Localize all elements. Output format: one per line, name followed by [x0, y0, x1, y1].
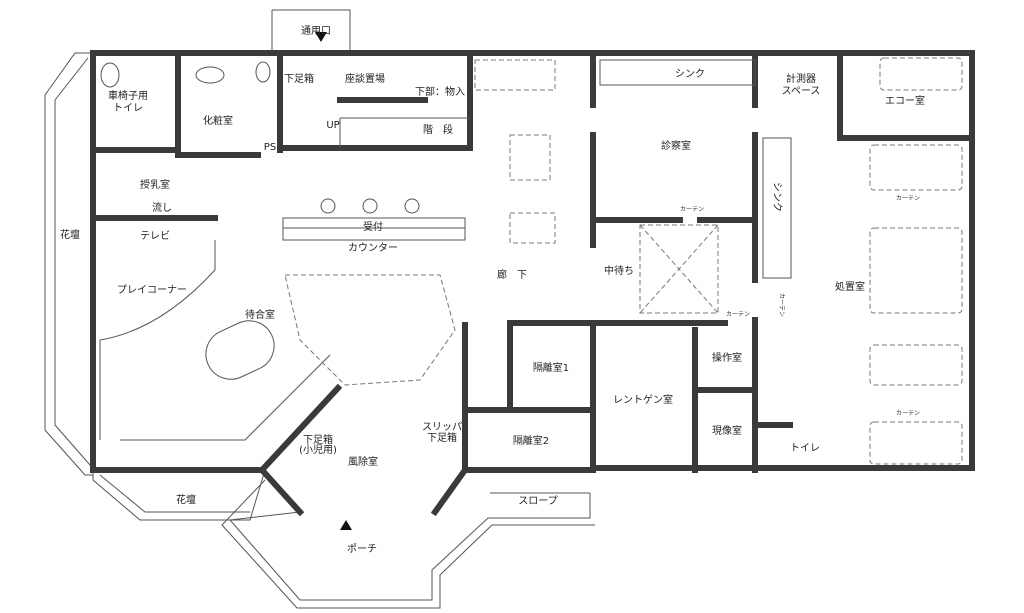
label-sink-top: シンク — [675, 68, 705, 80]
label-powder-room: 化粧室 — [203, 114, 233, 127]
label-curtain-5: カーテン — [896, 410, 920, 417]
label-flowerbed-bottom: 花壇 — [176, 493, 196, 506]
label-curtain-2: カーテン — [896, 195, 920, 202]
label-curtain-3: カーテン — [726, 311, 750, 318]
entrance-marker-main — [340, 520, 352, 530]
label-counter: カウンター — [348, 242, 398, 254]
label-sink-side: シンク — [771, 182, 783, 212]
label-vestibule: 風除室 — [348, 455, 378, 468]
label-toilet: トイレ — [790, 443, 820, 454]
label-slipper-box-1: スリッパ — [422, 421, 462, 433]
label-xray-room: レントゲン室 — [613, 393, 673, 406]
room-labels: 通用口 下足箱 座談置場 下部：物入 UP 階 段 PS 車椅子用 トイレ 化粧… — [60, 25, 925, 555]
label-inner-waiting: 中待ち — [604, 264, 634, 277]
label-waiting-room: 待合室 — [245, 308, 275, 321]
label-darkroom: 現像室 — [712, 424, 742, 437]
label-wc-wheelchair-1: 車椅子用 — [108, 89, 148, 102]
fixtures — [99, 57, 963, 494]
label-instrument-2: スペース — [782, 86, 821, 97]
label-storage: 座談置場 — [345, 72, 385, 85]
label-up: UP — [326, 120, 339, 131]
label-slipper-box-2: 下足箱 — [427, 431, 457, 444]
label-service-entrance: 通用口 — [301, 25, 331, 37]
label-kids-shoe-1: 下足箱 — [303, 433, 333, 446]
exterior-outlines — [44, 9, 595, 609]
label-slope: スロープ — [518, 495, 557, 507]
label-flowerbed-left: 花壇 — [60, 228, 80, 241]
label-curtain-1: カーテン — [680, 206, 704, 213]
label-echo-room: エコー室 — [885, 94, 925, 107]
label-shoe-box: 下足箱 — [284, 72, 314, 85]
label-corridor: 廊 下 — [497, 268, 527, 281]
label-control-room: 操作室 — [712, 351, 742, 364]
label-reception: 受付 — [363, 220, 383, 233]
label-wc-wheelchair-2: トイレ — [113, 103, 143, 114]
label-play-corner: プレイコーナー — [117, 284, 187, 296]
label-curtain-4: カーテン — [778, 293, 785, 317]
label-isolation-2: 隔離室2 — [513, 434, 549, 447]
label-kids-shoe-2: (小児用) — [299, 444, 337, 456]
entrance-marker-service — [315, 32, 327, 42]
label-nursing-room: 授乳室 — [140, 178, 170, 191]
label-sink-small: 流し — [152, 201, 172, 214]
label-exam-room: 診察室 — [661, 139, 691, 152]
label-ps: PS — [264, 142, 276, 153]
label-isolation-1: 隔離室1 — [533, 361, 569, 374]
label-stairs: 階 段 — [423, 123, 453, 136]
label-porch: ポーチ — [347, 543, 377, 555]
label-under-storage: 下部：物入 — [415, 85, 465, 98]
label-treatment-room: 処置室 — [835, 280, 865, 293]
label-instrument-1: 計測器 — [786, 72, 816, 85]
label-tv: テレビ — [140, 230, 170, 242]
walls — [90, 50, 975, 517]
